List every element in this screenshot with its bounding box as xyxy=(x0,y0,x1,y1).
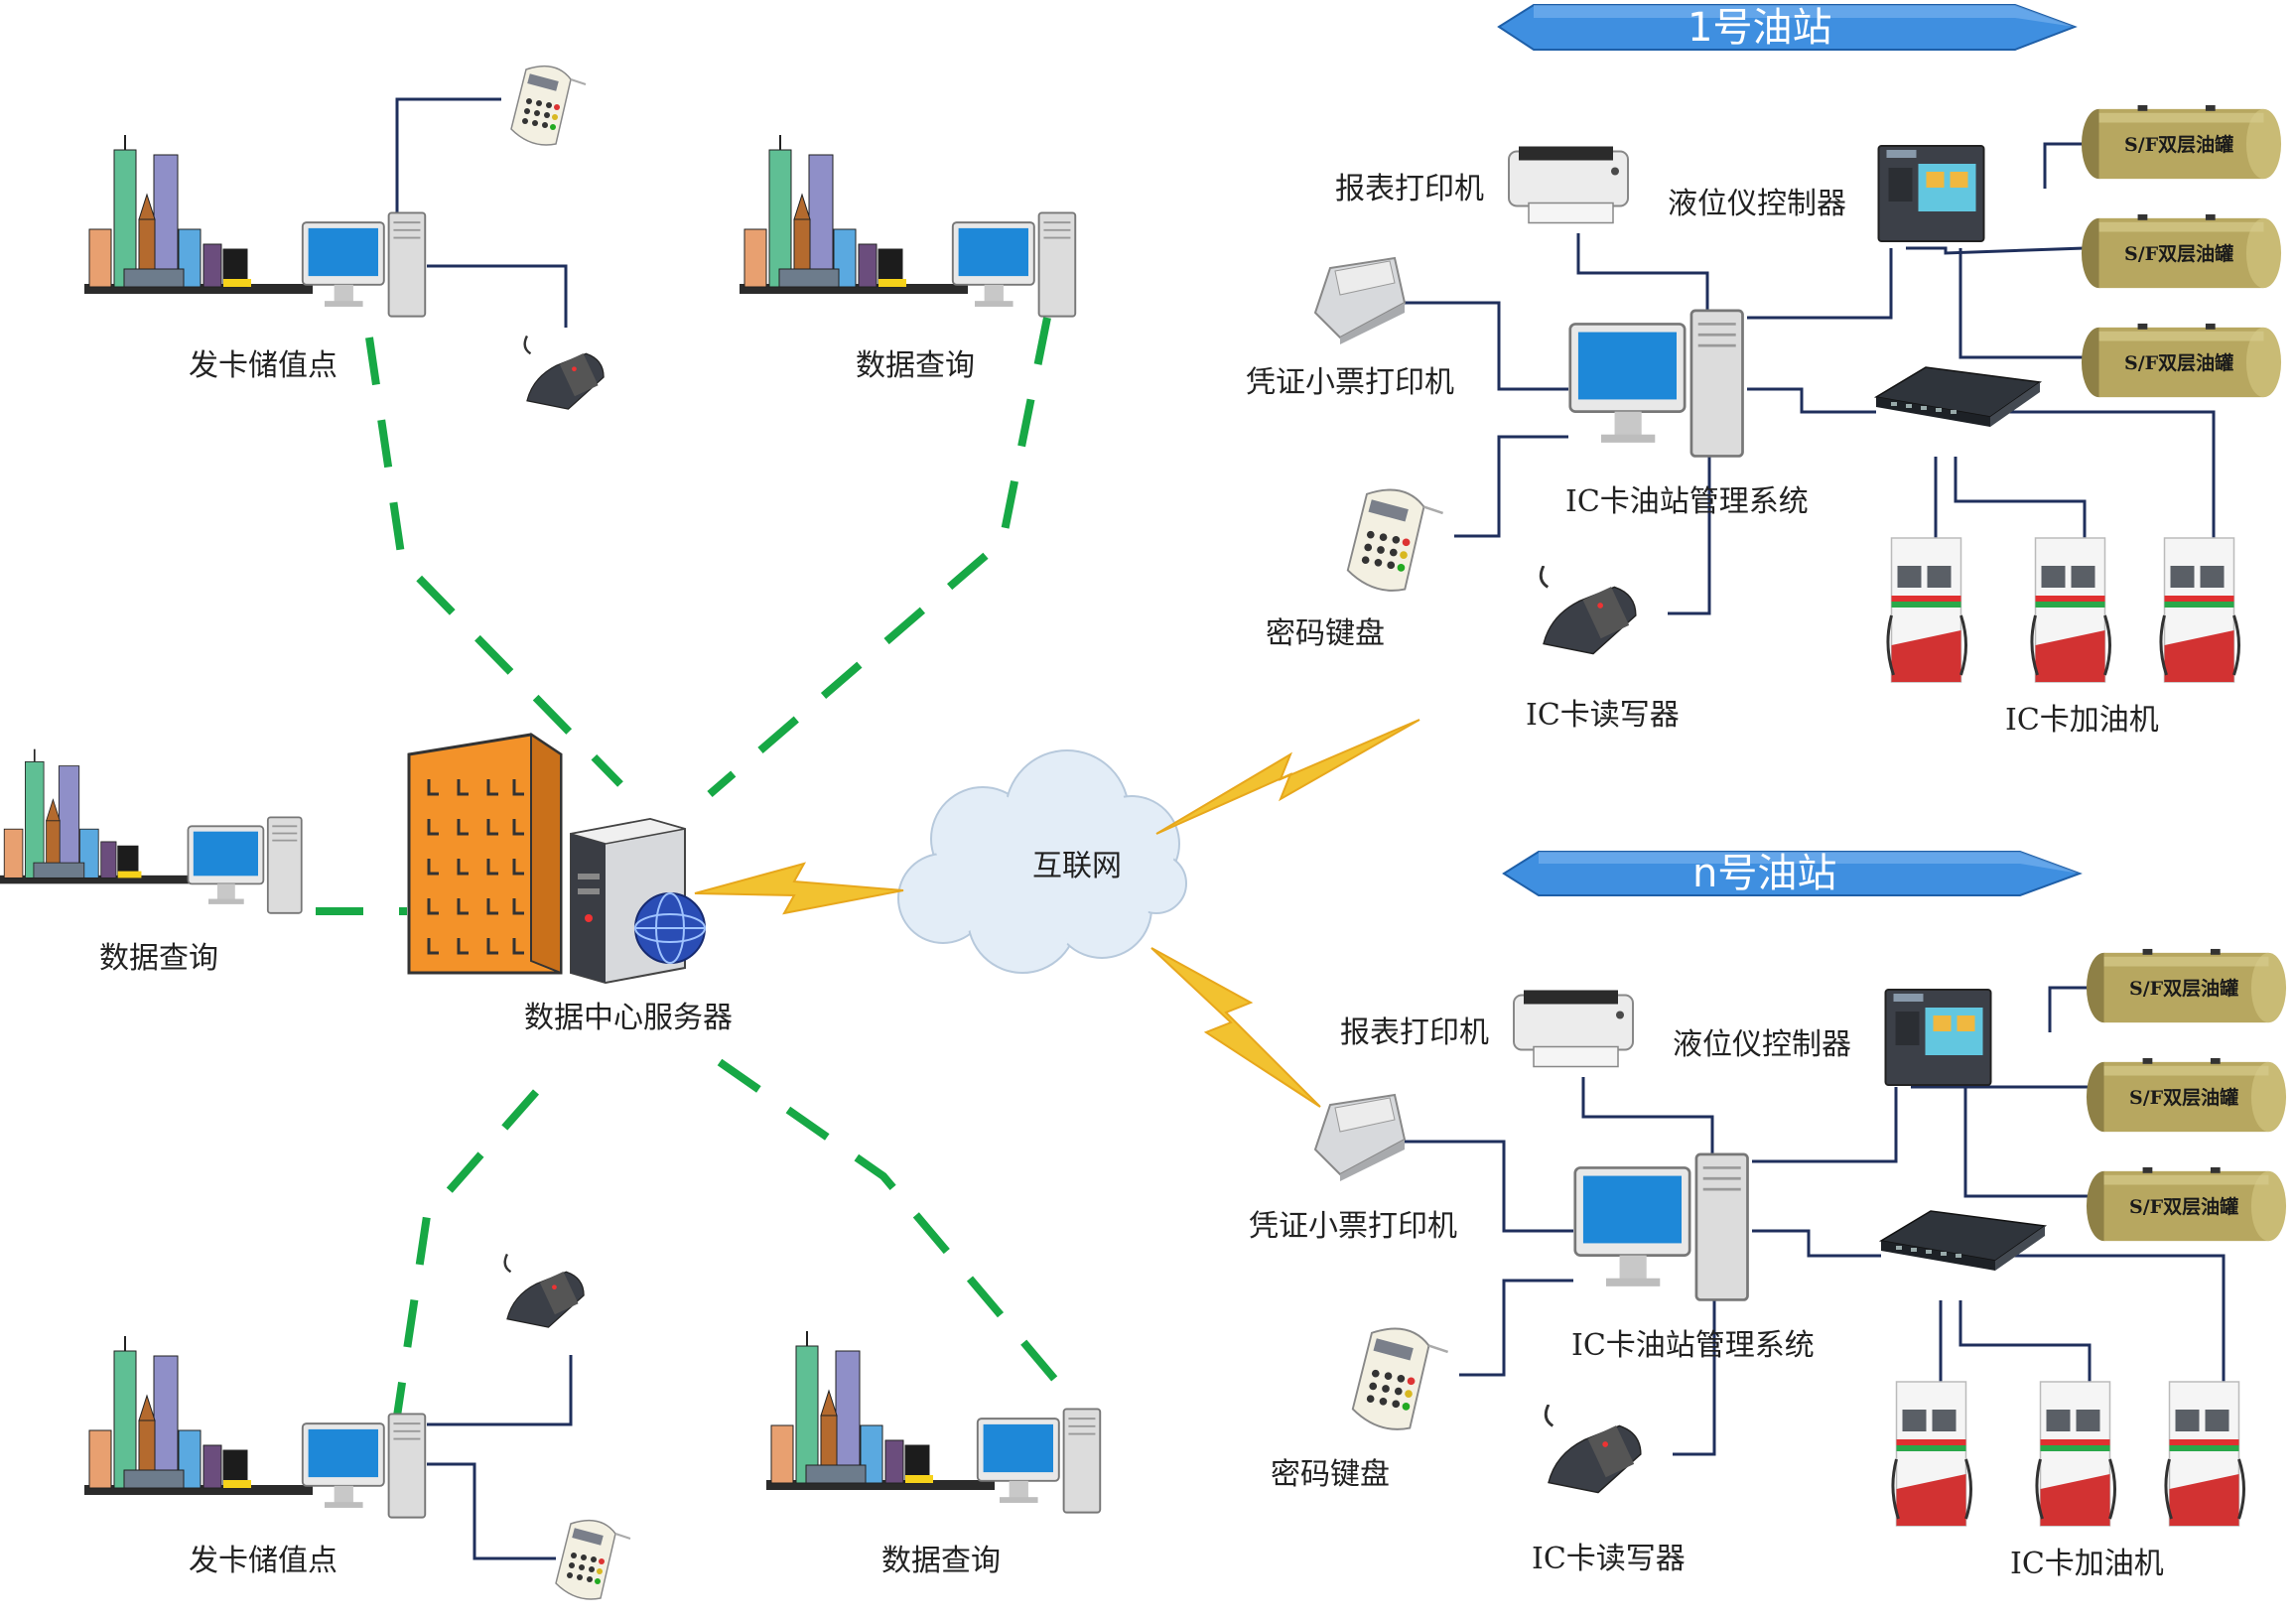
building-icon xyxy=(407,733,563,975)
label-pin-pad: 密码键盘 xyxy=(1271,1457,1390,1492)
dispenser-icon xyxy=(2030,536,2112,684)
station-n: n号油站 S/F双层油罐 S/F双层油罐 S/F双层油罐 xyxy=(1249,851,2287,1581)
label-management-system: IC卡油站管理系统 xyxy=(1571,1328,1815,1363)
tank-label: S/F双层油罐 xyxy=(2124,242,2233,265)
label-dispensers: IC卡加油机 xyxy=(2010,1547,2164,1581)
dispenser-icon xyxy=(2159,536,2241,684)
computer-icon xyxy=(301,211,427,318)
dispenser-icon xyxy=(2164,1380,2246,1528)
dispenser-icon xyxy=(1886,536,1968,684)
link-top-left xyxy=(365,337,623,787)
label-pin-pad: 密码键盘 xyxy=(1266,616,1385,651)
label-receipt-printer: 凭证小票打印机 xyxy=(1249,1209,1457,1244)
pin-pad-icon xyxy=(509,65,588,147)
report-printer-icon xyxy=(1507,145,1630,224)
computer-icon xyxy=(976,1408,1102,1514)
tank-label: S/F双层油罐 xyxy=(2129,1086,2238,1109)
dispenser-icon xyxy=(2035,1380,2117,1528)
city-icon xyxy=(0,747,194,885)
dispenser-icon xyxy=(1891,1380,1973,1528)
label-top-right: 数据查询 xyxy=(856,348,975,383)
computer-icon xyxy=(1568,309,1744,458)
switch-icon xyxy=(1875,366,2041,428)
link-bottom-right xyxy=(717,1058,1076,1403)
label-card-reader: IC卡读写器 xyxy=(1532,1542,1686,1576)
label-receipt-printer: 凭证小票打印机 xyxy=(1246,365,1454,400)
card-reader-icon xyxy=(523,335,606,411)
label-report-printer: 报表打印机 xyxy=(1335,172,1484,206)
computer-icon xyxy=(951,211,1077,318)
city-icon xyxy=(740,133,968,296)
dashed-links xyxy=(316,317,1076,1430)
station-wires xyxy=(1400,986,2226,1456)
lightning-bolts xyxy=(694,719,1420,1108)
lightning-server-cloud xyxy=(694,862,904,915)
link-bottom-left xyxy=(391,1089,540,1430)
tank-label: S/F双层油罐 xyxy=(2124,351,2233,374)
computer-icon xyxy=(1573,1152,1749,1301)
lightning-cloud-stationn xyxy=(1150,947,1321,1108)
label-internet: 互联网 xyxy=(1032,849,1122,883)
data-center xyxy=(407,733,706,985)
computer-icon xyxy=(301,1413,427,1519)
level-controller-icon xyxy=(1884,988,1992,1087)
label-bottom-left: 发卡储值点 xyxy=(189,1544,338,1578)
card-reader-icon xyxy=(503,1253,586,1329)
link-top-right xyxy=(707,317,1051,798)
tank-label: S/F双层油罐 xyxy=(2124,133,2233,156)
tank-label: S/F双层油罐 xyxy=(2129,977,2238,1000)
card-reader-icon xyxy=(1539,566,1638,656)
label-level-controller: 液位仪控制器 xyxy=(1668,187,1846,221)
pin-pad-icon xyxy=(554,1519,632,1601)
label-middle-left: 数据查询 xyxy=(99,941,218,976)
station-title: 1号油站 xyxy=(1688,5,1831,51)
label-report-printer: 报表打印机 xyxy=(1340,1015,1489,1050)
wires-left xyxy=(395,97,573,1560)
city-icon xyxy=(84,133,313,296)
label-data-center: 数据中心服务器 xyxy=(524,1001,733,1035)
city-icon xyxy=(84,1334,313,1497)
label-level-controller: 液位仪控制器 xyxy=(1673,1027,1851,1062)
pin-pad-icon xyxy=(1346,488,1444,593)
switch-icon xyxy=(1880,1210,2046,1272)
card-reader-icon xyxy=(1544,1405,1643,1495)
label-management-system: IC卡油站管理系统 xyxy=(1565,484,1809,519)
station-wires xyxy=(1390,142,2216,615)
label-bottom-right: 数据查询 xyxy=(881,1544,1001,1578)
globe-icon xyxy=(634,892,706,964)
level-controller-icon xyxy=(1877,144,1985,243)
pin-pad-icon xyxy=(1351,1327,1449,1431)
station-title: n号油站 xyxy=(1692,851,1836,896)
station-1: 1号油站 S/F双层油罐 S/F双层油罐 S/F双层油罐 xyxy=(1246,4,2282,738)
receipt-printer-icon xyxy=(1313,256,1407,346)
server-icon xyxy=(570,817,686,985)
label-card-reader: IC卡读写器 xyxy=(1526,698,1680,733)
receipt-printer-icon xyxy=(1313,1093,1407,1183)
label-dispensers: IC卡加油机 xyxy=(2005,703,2159,738)
tank-label: S/F双层油罐 xyxy=(2129,1195,2238,1218)
city-icon xyxy=(766,1329,995,1492)
computer-icon xyxy=(187,816,303,914)
label-top-left: 发卡储值点 xyxy=(189,348,338,383)
report-printer-icon xyxy=(1512,989,1635,1068)
cloud-icon xyxy=(897,749,1187,974)
lightning-cloud-station1 xyxy=(1155,719,1420,835)
